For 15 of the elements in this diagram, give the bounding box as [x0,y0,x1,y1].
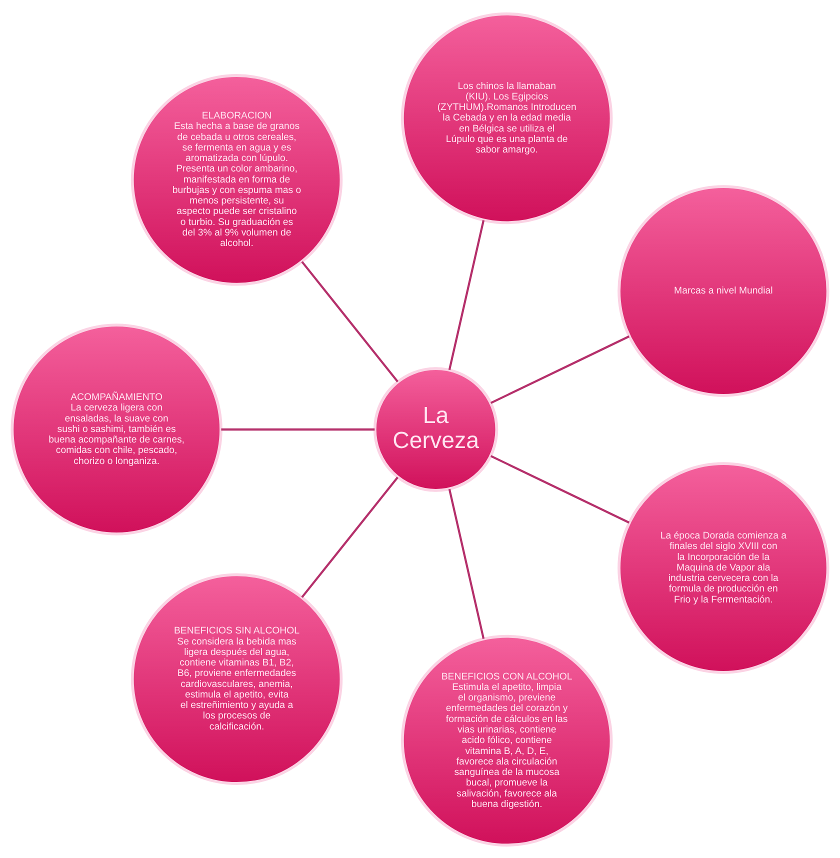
connector [301,260,398,382]
connector [448,488,485,638]
connector [221,428,375,430]
node-circle: ACOMPAÑAMIENTO La cerveza ligera con ensaladas, la suave con sushi o sashimi, también es buena acompañante de carnes, comidas con chile, pescado, chorizo o longaniza. [10,323,222,535]
node-circle: La época Dorada comienza a finales del siglo XVIII con la Incorporación de la Maquina de Vapor ala industria cervecera con la formula de producción en Frio y la Fermentación. [618,462,830,674]
connector [490,334,630,404]
node-circle: BENEFICIOS SIN ALCOHOL Se considera la bebida mas ligera después del agua, contiene vitaminas B1, B2, B6, proviene enfermedades cardiovasculares, anemia, estimula el apetito, evita el estreñimiento y ayuda a los procesos de calcificación. [130,572,343,784]
connector [490,454,630,524]
node-circle: ELABORACION Esta hecha a base de granos de cebada u otros cereales, se fermenta en agua y es aromatizada con lúpulo. Presenta un color ambarino, manifestada en forma de burbujas y con espuma mas o menos persistente, su aspecto puede ser cristalino o turbio. Su graduación es del 3% al 9% volumen de alcohol. [130,74,343,286]
node-circle: La Cerveza [373,366,498,492]
node-circle: Marcas a nivel Mundial [618,184,830,396]
connector [301,476,398,598]
connector [448,220,485,370]
node-circle: BENEFICIOS CON ALCOHOL Estimula el apetito, limpia el organismo, previene enfermedades del corazón y formación de cálculos en las vias urinarias, contiene acido fólico, contiene vitamina B, A, D, E, favorece ala circulación sanguínea de la mucosa bucal, promueve la salivación, favorece ala buena digestión. [400,634,613,846]
node-circle: Los chinos la llamaban (KIU). Los Egipcios (ZYTHUM).Romanos Introducen la Cebada y en la edad media en Bélgica se utiliza el Lúpulo que es una planta de sabor amargo. [400,12,613,224]
